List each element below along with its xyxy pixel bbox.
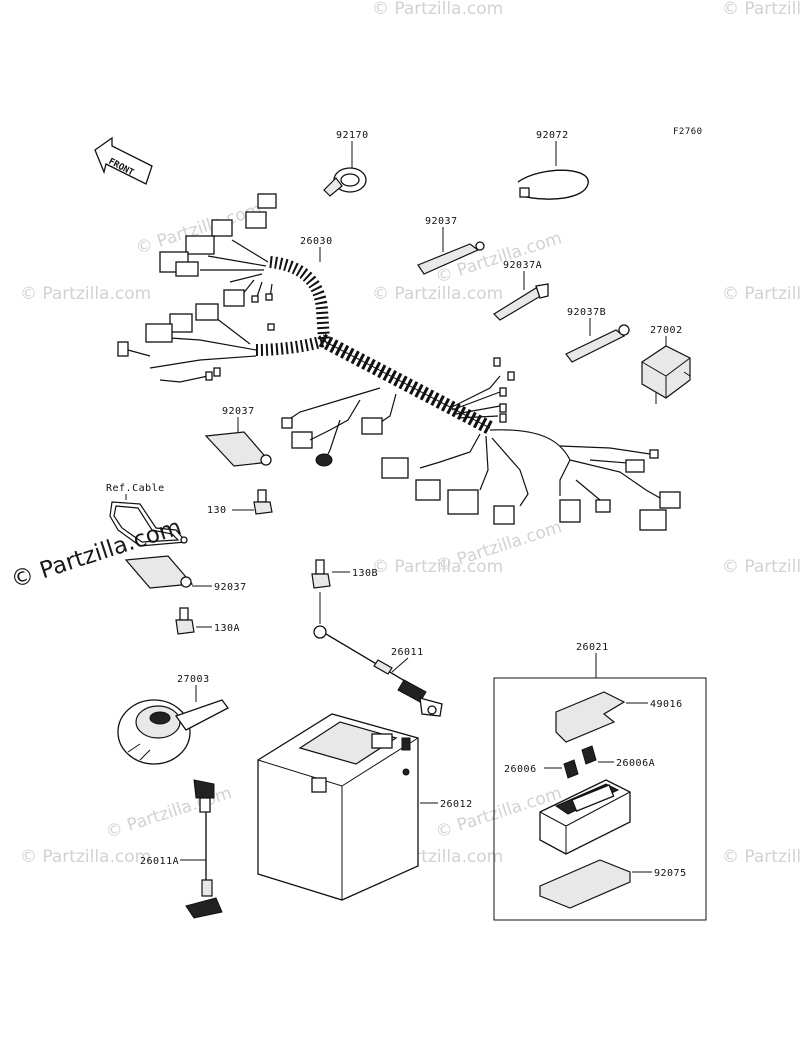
part-92037-low[interactable]: 92037 <box>124 555 247 593</box>
label-92075: 92075 <box>654 868 687 879</box>
label-92037B: 92037B <box>567 307 606 318</box>
label-26006: 26006 <box>504 764 537 775</box>
part-27002[interactable]: 27002 <box>641 325 691 404</box>
label-92037A: 92037A <box>503 260 542 271</box>
label-26011: 26011 <box>391 647 424 658</box>
label-26011A: 26011A <box>140 856 179 867</box>
label-130B: 130B <box>352 568 378 579</box>
label-92037-low: 92037 <box>214 582 247 593</box>
label-130A: 130A <box>214 623 240 634</box>
label-26006A: 26006A <box>616 758 655 769</box>
part-130B[interactable]: 130B <box>311 559 378 624</box>
label-27003: 27003 <box>177 674 210 685</box>
part-92037B[interactable]: 92037B <box>565 307 630 363</box>
label-92170: 92170 <box>336 130 369 141</box>
watermark: © Partzilla.com <box>722 847 800 867</box>
part-26021-group[interactable]: 26021 49016 26006 26006A 92075 <box>493 642 707 921</box>
watermark: © Partzilla.com <box>103 783 234 843</box>
part-26011A[interactable]: 26011A <box>140 779 223 919</box>
part-92170[interactable]: 92170 <box>323 130 369 197</box>
watermark: © Partzilla.com <box>372 284 503 304</box>
watermark: © Partzilla.com <box>20 284 151 304</box>
diagram-code: F2760 <box>673 127 703 137</box>
part-130A[interactable]: 130A <box>175 607 240 635</box>
label-92072: 92072 <box>536 130 569 141</box>
label-27002: 27002 <box>650 325 683 336</box>
label-ref-cable: Ref.Cable <box>106 483 165 494</box>
part-92037-top[interactable]: 92037 <box>417 216 485 275</box>
label-26030: 26030 <box>300 236 333 247</box>
label-130: 130 <box>207 505 227 516</box>
label-49016: 49016 <box>650 699 683 710</box>
label-92037-mid: 92037 <box>222 406 255 417</box>
label-26021: 26021 <box>576 642 609 653</box>
label-26012: 26012 <box>440 799 473 810</box>
part-92037-mid[interactable]: 92037 <box>204 406 272 467</box>
watermark: © Partzilla.com <box>722 0 800 19</box>
watermark: © Partzilla.com <box>20 847 151 867</box>
part-130[interactable]: 130 <box>207 489 273 516</box>
part-92072[interactable]: 92072 <box>517 130 589 200</box>
watermark: © Partzilla.com <box>372 557 503 577</box>
watermark: © Partzilla.com <box>722 557 800 577</box>
front-arrow-icon: FRONT <box>94 136 153 185</box>
watermark: © Partzilla.com <box>372 0 503 19</box>
ref-cable[interactable]: Ref.Cable <box>106 483 188 547</box>
part-92037A[interactable]: 92037A <box>493 260 549 321</box>
label-92037-top: 92037 <box>425 216 458 227</box>
part-27003[interactable]: 27003 <box>117 674 229 765</box>
part-26011[interactable]: 26011 <box>313 625 443 717</box>
watermark: © Partzilla.com <box>722 284 800 304</box>
part-26030[interactable]: 26030 <box>117 193 681 531</box>
part-26012[interactable]: 26012 <box>257 713 473 901</box>
